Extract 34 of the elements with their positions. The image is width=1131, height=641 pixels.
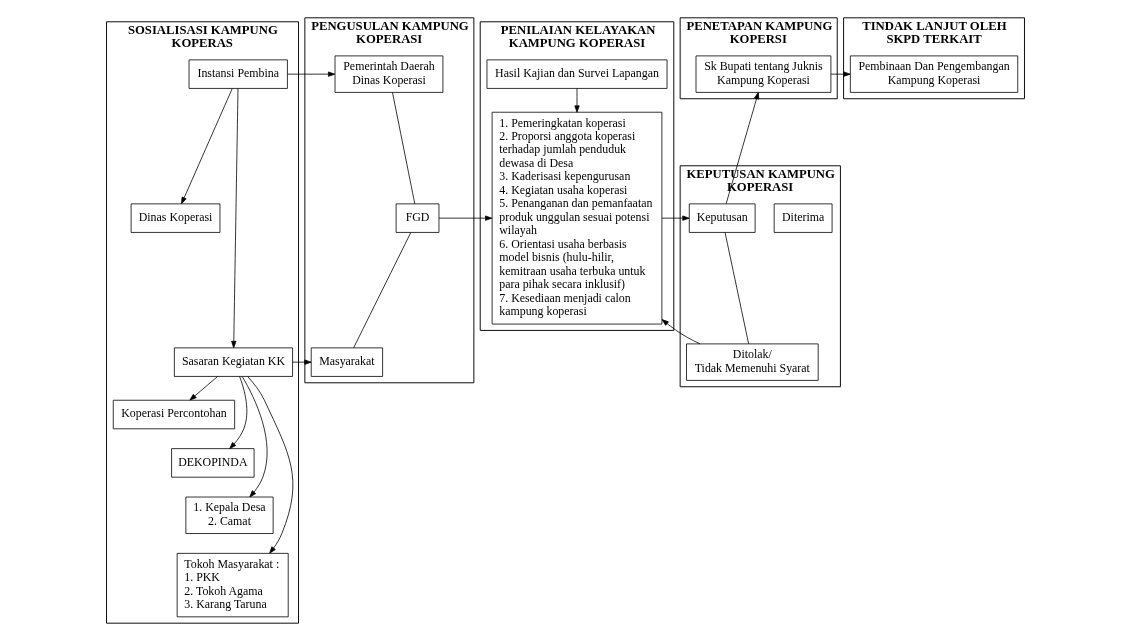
arrow [287, 71, 336, 77]
connector [724, 232, 749, 345]
node-box: Diterima [773, 203, 833, 233]
node-box: Sk Bupati tentang Juknis Kampung Koperasi [695, 55, 832, 93]
connector [392, 92, 416, 205]
arrow [830, 71, 851, 77]
arrow [189, 376, 218, 401]
arrow [231, 88, 239, 349]
node-box: Keputusan [688, 203, 756, 233]
node-box: FGD [395, 203, 440, 233]
node-box: Dinas Koperasi [130, 203, 221, 233]
arrow [661, 319, 701, 345]
arrow [725, 92, 760, 205]
node-box: Sasaran Kegiatan KK [173, 347, 293, 377]
node-box: 1. Kepala Desa 2. Camat [185, 496, 274, 534]
node-box: Instansi Pembina [188, 59, 288, 89]
node-box: Tokoh Masyarakat : 1. PKK 2. Tokoh Agama 3. Karang Taruna [176, 552, 289, 618]
node-box: Pemerintah Daerah Dinas Koperasi [334, 55, 444, 93]
node-box: Masyarakat [310, 347, 383, 377]
arrow [438, 215, 493, 221]
arrow [241, 376, 268, 498]
arrow [229, 376, 248, 449]
connector [353, 232, 412, 349]
node-box: Pembinaan Dan Pengembangan Kampung Koperasi [849, 55, 1019, 93]
node-box: Koperasi Percontohan [112, 399, 236, 430]
arrow [292, 359, 312, 365]
node-box: 1. Pemeringkatan koperasi 2. Proporsi anggota koperasi terhadap jumlah penduduk dewasa di Desa 3. Kaderisasi kepengurusan 4. Kegiatan usaha koperasi 5. Penanganan dan pemanfaatan produk unggulan sesuai potensi wilayah 6. Orientasi usaha berbasis model bisnis (hulu-hilir, kemitraan usaha terbuka untuk para pihak secara inklusif) 7. Kesediaan menjadi calon kampung koperasi [491, 111, 663, 325]
arrow [247, 376, 294, 554]
node-box: Ditolak/ Tidak Memenuhi Syarat [686, 343, 819, 381]
arrow [661, 215, 690, 221]
node-box: DEKOPINDA [171, 448, 255, 478]
arrow [574, 88, 580, 113]
node-box: Hasil Kajian dan Survei Lapangan [486, 59, 668, 89]
arrow [181, 88, 233, 205]
